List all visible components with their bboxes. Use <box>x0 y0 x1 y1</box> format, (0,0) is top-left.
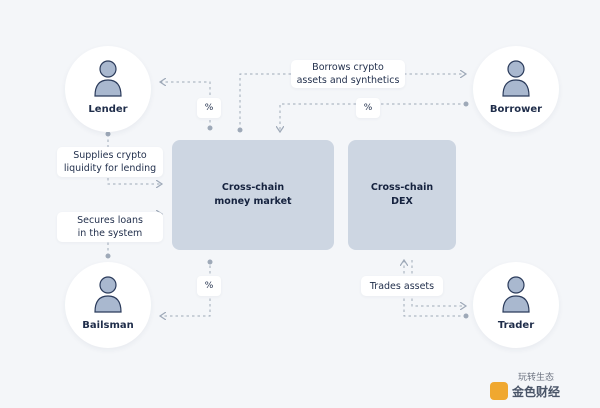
interest-from-borrower-line <box>280 103 466 132</box>
actor-lender: Lender <box>65 46 151 132</box>
percent-badge-bailsman: % <box>197 276 221 296</box>
actor-name-borrower: Borrower <box>489 104 543 115</box>
user-icon <box>502 276 530 313</box>
actor-name-trader: Trader <box>497 320 535 331</box>
interest-to-lender-line <box>160 82 211 128</box>
user-icon <box>502 60 530 97</box>
actor-bailsman: Bailsman <box>65 262 151 348</box>
actor-name-bailsman: Bailsman <box>82 320 134 331</box>
watermark-title: 金色财经 <box>512 384 561 399</box>
dex-box: Cross-chain DEX <box>348 140 456 250</box>
actor-trader: Trader <box>473 262 559 348</box>
actor-borrower: Borrower <box>473 46 559 132</box>
percent-badge-borrower: % <box>356 98 380 118</box>
user-icon <box>94 60 122 97</box>
watermark-logo-icon <box>490 382 508 400</box>
secures-label: Secures loans in the system <box>57 212 163 242</box>
watermark: 玩转生态 金色财经 <box>490 373 600 406</box>
borrows-label: Borrows crypto assets and synthetics <box>291 60 405 88</box>
borrow-to-borrower-line <box>239 74 466 130</box>
dex-to-trader-line <box>411 260 466 306</box>
watermark-subtitle: 玩转生态 <box>518 373 555 383</box>
trades-label: Trades assets <box>361 276 443 296</box>
actor-name-lender: Lender <box>88 104 128 115</box>
money-market-box: Cross-chain money market <box>172 140 334 250</box>
user-icon <box>94 276 122 313</box>
supplies-label: Supplies crypto liquidity for lending <box>57 147 163 177</box>
percent-badge-lender: % <box>197 98 221 118</box>
